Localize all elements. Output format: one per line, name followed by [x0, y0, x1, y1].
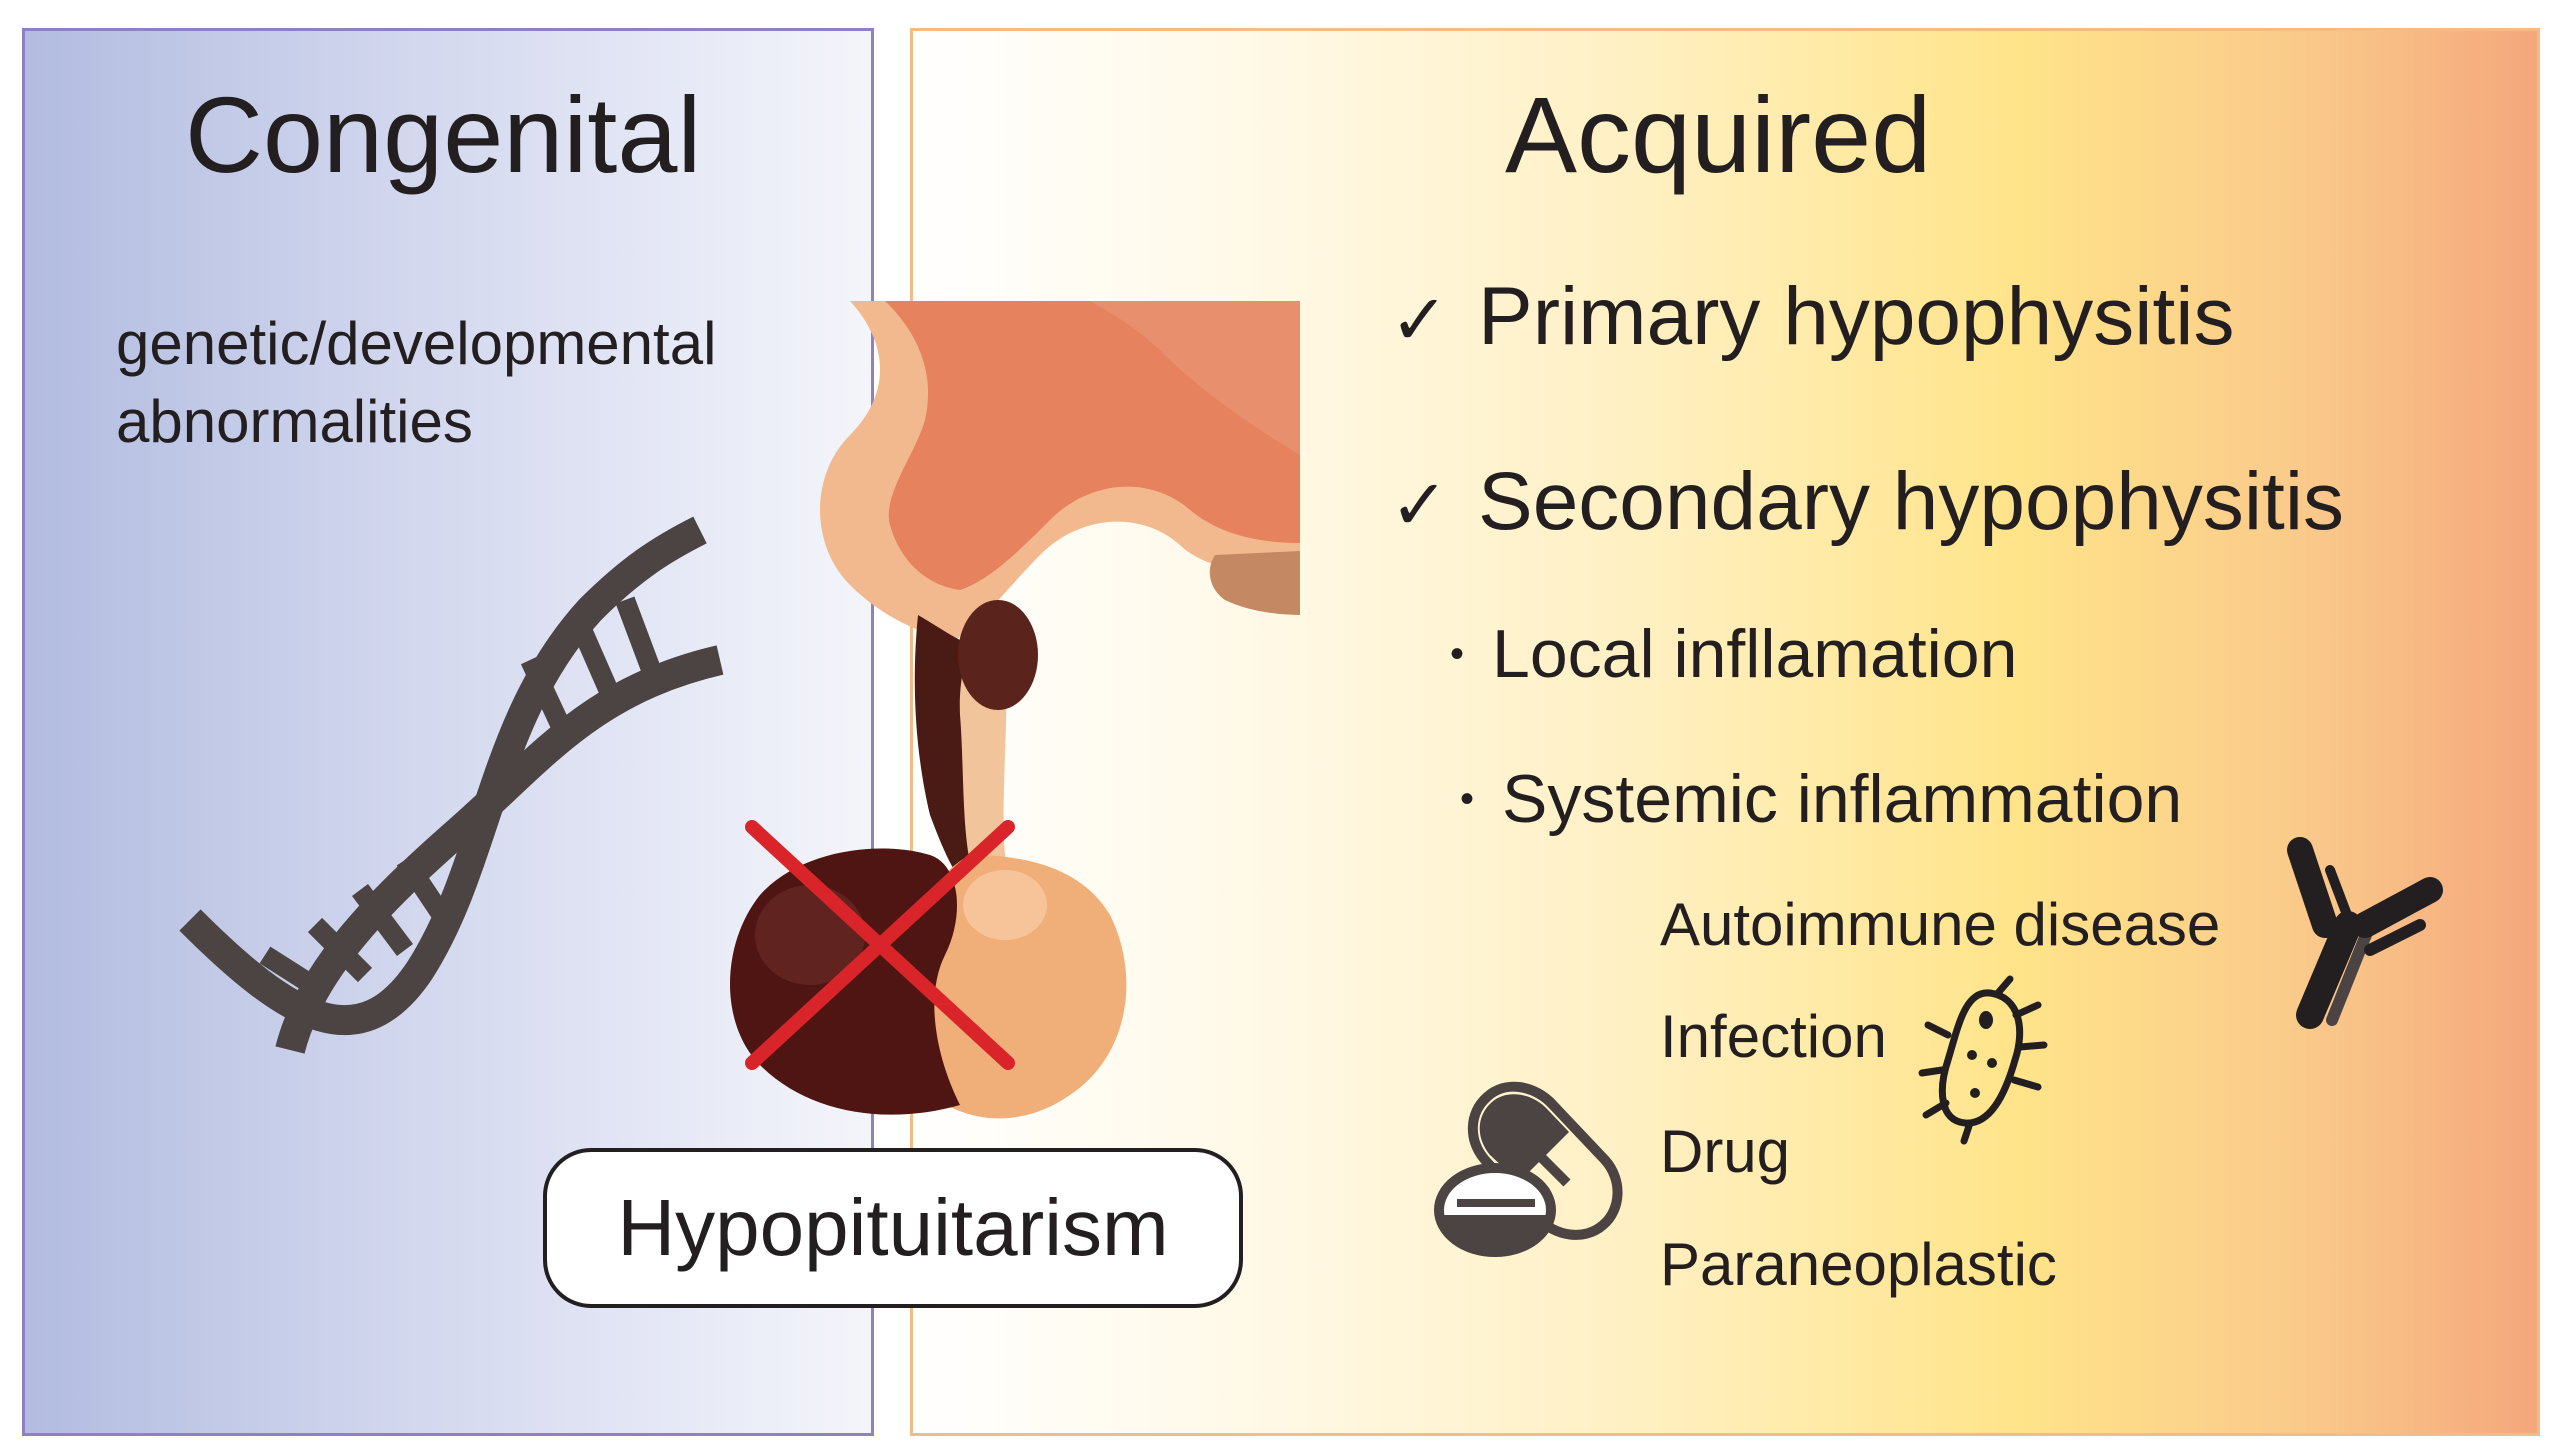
hypopituitarism-label: Hypopituitarism [543, 1148, 1243, 1308]
bullet-item-systemic-inflammation: • Systemic inflammation [1460, 760, 2182, 838]
check-item-primary-hypophysitis: ✓ Primary hypophysitis [1390, 270, 2234, 364]
bacteria-icon [1918, 975, 2048, 1145]
cause-paraneoplastic: Paraneoplastic [1660, 1231, 2057, 1298]
bullet-item-label: Local infllamation [1492, 616, 2018, 692]
check-item-label: Primary hypophysitis [1478, 271, 2235, 362]
bullet-item-label: Systemic inflammation [1502, 761, 2183, 837]
bullet-dot: • [1450, 632, 1465, 676]
checkmark-icon: ✓ [1390, 279, 1449, 361]
checkmark-icon: ✓ [1390, 464, 1449, 546]
red-cross-icon [745, 820, 1015, 1070]
check-item-label: Secondary hypophysitis [1478, 456, 2345, 547]
cause-drug: Drug [1660, 1118, 1791, 1185]
bullet-item-local-inflammation: • Local infllamation [1450, 615, 2017, 693]
congenital-title: Congenital [185, 74, 702, 195]
antibody-icon [2287, 837, 2443, 1029]
cause-autoimmune-disease: Autoimmune disease [1660, 891, 2221, 958]
acquired-title: Acquired [1505, 74, 1932, 195]
dna-icon [179, 516, 724, 1054]
pill-icon [1434, 1081, 1623, 1257]
check-item-secondary-hypophysitis: ✓ Secondary hypophysitis [1390, 455, 2344, 549]
bullet-dot: • [1460, 777, 1475, 821]
congenital-description: genetic/developmental abnormalities [116, 310, 717, 455]
cause-infection: Infection [1660, 1003, 1887, 1070]
